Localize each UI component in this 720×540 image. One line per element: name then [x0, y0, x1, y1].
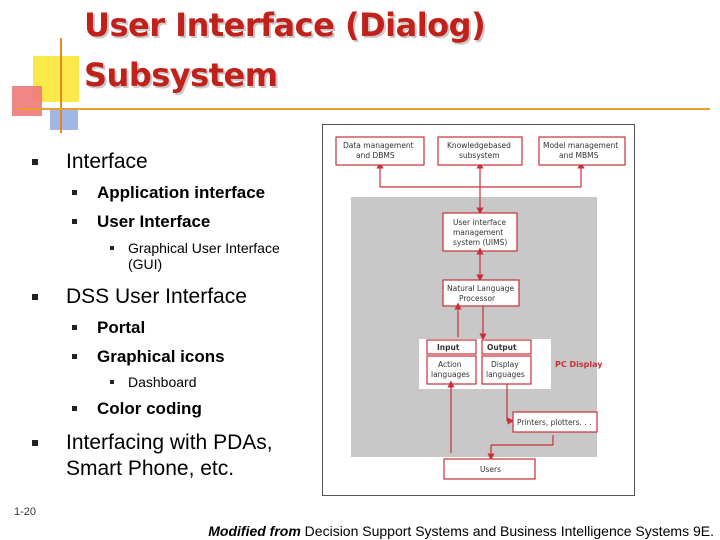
text-uims-2: management	[453, 228, 503, 237]
bullet-application-interface: Application interface	[72, 183, 265, 203]
text-printers: Printers, plotters. . .	[517, 418, 591, 427]
decor-blue-square	[50, 108, 78, 130]
bullet-user-interface: User Interface	[72, 212, 210, 232]
square-bullet-icon	[32, 159, 38, 165]
box-action-languages: Action languages	[426, 355, 477, 385]
text-nlp-1: Natural Language	[447, 284, 514, 293]
text-model-1: Model management	[543, 141, 618, 150]
decor-horizontal-line	[18, 108, 710, 110]
text-model-2: and MBMS	[559, 151, 599, 160]
text-uims-3: system (UIMS)	[453, 238, 507, 247]
box-printers: Printers, plotters. . .	[512, 411, 598, 433]
text-display-1: Display	[491, 360, 519, 369]
diagram-canvas: Data management and DBMS Knowledgebased …	[335, 136, 626, 480]
text-action-2: languages	[431, 370, 470, 379]
text-nlp-2: Processor	[459, 294, 496, 303]
decor-vertical-line	[60, 38, 62, 133]
square-bullet-icon	[32, 440, 38, 446]
slide-title-line-1: User Interface (Dialog)	[84, 6, 486, 44]
box-model-management: Model management and MBMS	[538, 136, 626, 166]
box-data-management: Data management and DBMS	[335, 136, 425, 166]
dss-architecture-diagram: Data management and DBMS Knowledgebased …	[322, 124, 635, 496]
bullet-portal: Portal	[72, 318, 145, 338]
box-uims: User interface management system (UIMS)	[442, 212, 518, 252]
box-output: Output	[481, 339, 532, 355]
text-kb-2: subsystem	[459, 151, 500, 160]
bullet-gui: Graphical User Interface (GUI)	[110, 240, 280, 272]
square-bullet-icon	[32, 294, 38, 300]
decor-red-square	[12, 86, 42, 116]
footer-source: Decision Support Systems and Business In…	[300, 523, 714, 539]
square-bullet-icon	[72, 219, 77, 224]
square-bullet-icon	[110, 380, 114, 384]
text-output: Output	[487, 343, 517, 352]
box-input: Input	[426, 339, 477, 355]
square-bullet-icon	[72, 406, 77, 411]
bullet-pdas: Interfacing with PDAs, Smart Phone, etc.	[32, 430, 273, 482]
text-kb-1: Knowledgebased	[447, 141, 511, 150]
footer-modified: Modified from	[208, 523, 301, 539]
bullet-graphical-icons: Graphical icons	[72, 347, 225, 367]
text-data-mgmt-1: Data management	[343, 141, 414, 150]
box-nlp: Natural Language Processor	[442, 279, 520, 307]
box-display-languages: Display languages	[481, 355, 532, 385]
bullet-dss-user-interface: DSS User Interface	[32, 285, 247, 309]
square-bullet-icon	[72, 354, 77, 359]
bullet-interface: Interface	[32, 150, 148, 174]
bullet-color-coding: Color coding	[72, 399, 202, 419]
text-uims-1: User interface	[453, 218, 506, 227]
text-pc-display: PC Display	[555, 360, 603, 369]
square-bullet-icon	[110, 246, 114, 250]
page-number: 1-20	[14, 506, 37, 518]
box-users: Users	[443, 458, 536, 480]
box-knowledge-subsystem: Knowledgebased subsystem	[437, 136, 523, 166]
square-bullet-icon	[72, 190, 77, 195]
text-action-1: Action	[438, 360, 462, 369]
footer-citation: Modified from Decision Support Systems a…	[208, 523, 714, 539]
square-bullet-icon	[72, 325, 77, 330]
slide-title-line-2: Subsystem	[84, 56, 278, 94]
bullet-dashboard: Dashboard	[110, 374, 197, 390]
text-display-2: languages	[486, 370, 525, 379]
text-input: Input	[437, 343, 460, 352]
text-users: Users	[480, 465, 501, 474]
text-data-mgmt-2: and DBMS	[356, 151, 395, 160]
